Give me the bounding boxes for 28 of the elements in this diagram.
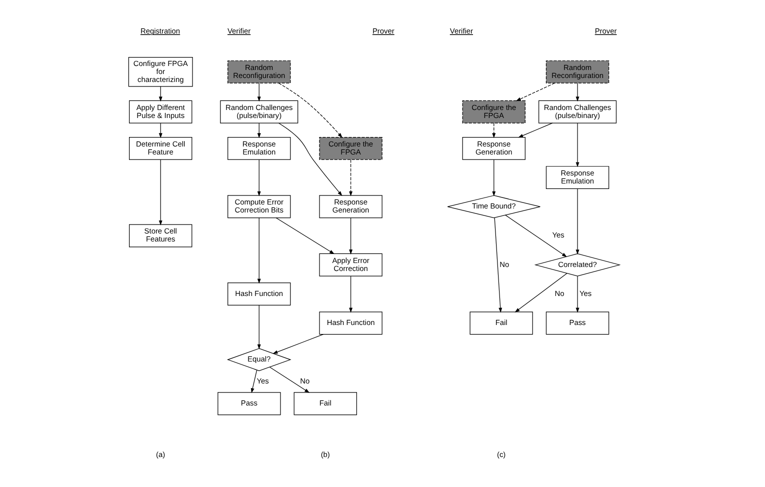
- arrow: [575, 122, 579, 168]
- arrow: [268, 366, 310, 393]
- arrow: [158, 122, 162, 138]
- arrow: [515, 82, 554, 102]
- arrow: [348, 218, 352, 255]
- arrow: [348, 276, 352, 313]
- arrow: [275, 218, 334, 254]
- arrow: [278, 82, 342, 138]
- arrow: [256, 304, 260, 350]
- arrow: [518, 122, 552, 138]
- arrow: [492, 122, 496, 138]
- arrow: [158, 86, 162, 102]
- arrow: [272, 334, 324, 354]
- arrow: [348, 159, 352, 196]
- arrow: [256, 159, 260, 196]
- arrow: [256, 218, 260, 284]
- arrow: [256, 82, 260, 102]
- arrow: [250, 370, 257, 394]
- arrow: [158, 159, 162, 226]
- arrow: [504, 214, 566, 258]
- arrow: [575, 276, 579, 313]
- arrow: [514, 272, 567, 312]
- arrow: [575, 82, 579, 102]
- arrow: [278, 122, 342, 196]
- arrow: [575, 188, 579, 255]
- arrow: [492, 159, 496, 196]
- arrow: [256, 122, 260, 138]
- arrow: [494, 217, 502, 313]
